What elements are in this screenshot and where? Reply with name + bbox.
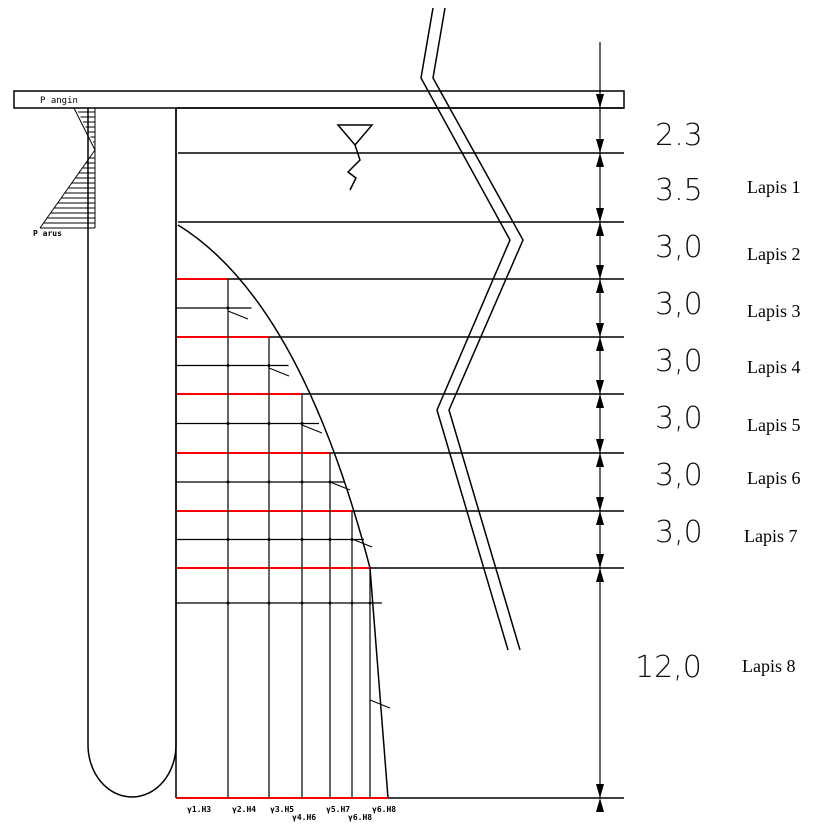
arrow-down — [596, 497, 604, 511]
tick — [350, 601, 354, 605]
tick — [267, 364, 271, 367]
tick — [300, 538, 304, 541]
p-angin-label: P angin — [40, 96, 78, 106]
arrow-up — [596, 511, 604, 525]
pile-outline — [87, 108, 177, 798]
break-lines — [420, 7, 524, 651]
pressure-verticals — [176, 279, 391, 798]
arrow-up — [596, 153, 604, 167]
arrow-down — [596, 784, 604, 798]
tick — [226, 422, 230, 425]
step-tick — [351, 538, 373, 548]
tick — [226, 538, 230, 541]
dimension-value: 3,0 — [655, 287, 703, 322]
arrow-down — [596, 265, 604, 279]
step-tick — [227, 310, 249, 320]
bottom-pressure-label: γ3.H5 — [270, 805, 294, 814]
lapis-label: Lapis 6 — [747, 468, 801, 488]
bottom-pressure-label: γ4.H6 — [292, 813, 316, 822]
bottom-pressure-label: γ5.H7 — [326, 805, 350, 814]
arrow-up — [596, 394, 604, 408]
dimension-value: 3,0 — [655, 515, 703, 550]
pressure-curve — [177, 224, 389, 799]
tick — [226, 480, 230, 484]
bottom-pressure-label: γ2.H4 — [232, 805, 256, 814]
lapis-label: Lapis 3 — [747, 301, 801, 321]
arrow-up — [596, 337, 604, 351]
tick — [368, 601, 372, 605]
water-level-icon — [336, 124, 374, 191]
lapis-label: Lapis 2 — [747, 244, 801, 264]
arrow-down — [596, 554, 604, 568]
arrow-down — [596, 380, 604, 394]
arrow-down — [596, 323, 604, 337]
bottom-pressure-label: γ1.H3 — [187, 805, 211, 814]
step-tick — [301, 424, 323, 434]
dimension-value: 3,0 — [655, 458, 703, 493]
tick — [226, 364, 230, 367]
layer-lines — [175, 107, 624, 799]
arrow-down — [596, 139, 604, 153]
arrow-down — [596, 208, 604, 222]
arrow-up — [596, 453, 604, 467]
dimension-line — [596, 42, 604, 812]
tick — [267, 422, 271, 425]
step-tick — [268, 367, 290, 377]
arrow-down — [596, 94, 604, 108]
dimension-value: 3,0 — [655, 230, 703, 265]
tick — [267, 480, 271, 484]
lapis-label: Lapis 4 — [747, 357, 801, 377]
tick — [300, 422, 304, 425]
tick — [300, 480, 304, 484]
arrow-down — [596, 439, 604, 453]
lapis-label: Lapis 8 — [742, 656, 796, 676]
dimension-value: 12,0 — [635, 650, 702, 685]
lapis-label: Lapis 1 — [747, 177, 801, 197]
tick — [226, 601, 230, 605]
arrow-up — [596, 568, 604, 582]
tick — [300, 601, 304, 605]
dimension-value: 3,0 — [655, 401, 703, 436]
arrow-up — [596, 798, 604, 812]
lapis-label: Lapis 5 — [747, 415, 801, 435]
deck-beam — [13, 90, 625, 109]
bottom-pressure-label: γ6.H8 — [372, 805, 396, 814]
tick — [328, 601, 332, 605]
lapis-labels: Lapis 1 Lapis 2 Lapis 3 Lapis 4 Lapis 5 Lapis… — [742, 177, 801, 676]
dimension-labels: 2.3 3.5 3,0 3,0 3,0 3,0 3,0 3,0 12,0 — [635, 118, 703, 685]
tick — [226, 306, 230, 310]
lapis-label: Lapis 7 — [744, 526, 798, 546]
arrow-up — [596, 222, 604, 236]
tick — [328, 538, 332, 541]
p-arus-label: P arus — [33, 229, 62, 238]
tick — [267, 538, 271, 541]
tick — [267, 601, 271, 605]
dimension-value: 2.3 — [655, 118, 703, 153]
bottom-pressure-label: γ6.H8 — [348, 813, 372, 822]
step-tick — [329, 481, 351, 491]
dimension-value: 3,0 — [655, 344, 703, 379]
step-tick — [369, 699, 391, 709]
arrow-up — [596, 279, 604, 293]
dimension-value: 3.5 — [655, 173, 703, 208]
